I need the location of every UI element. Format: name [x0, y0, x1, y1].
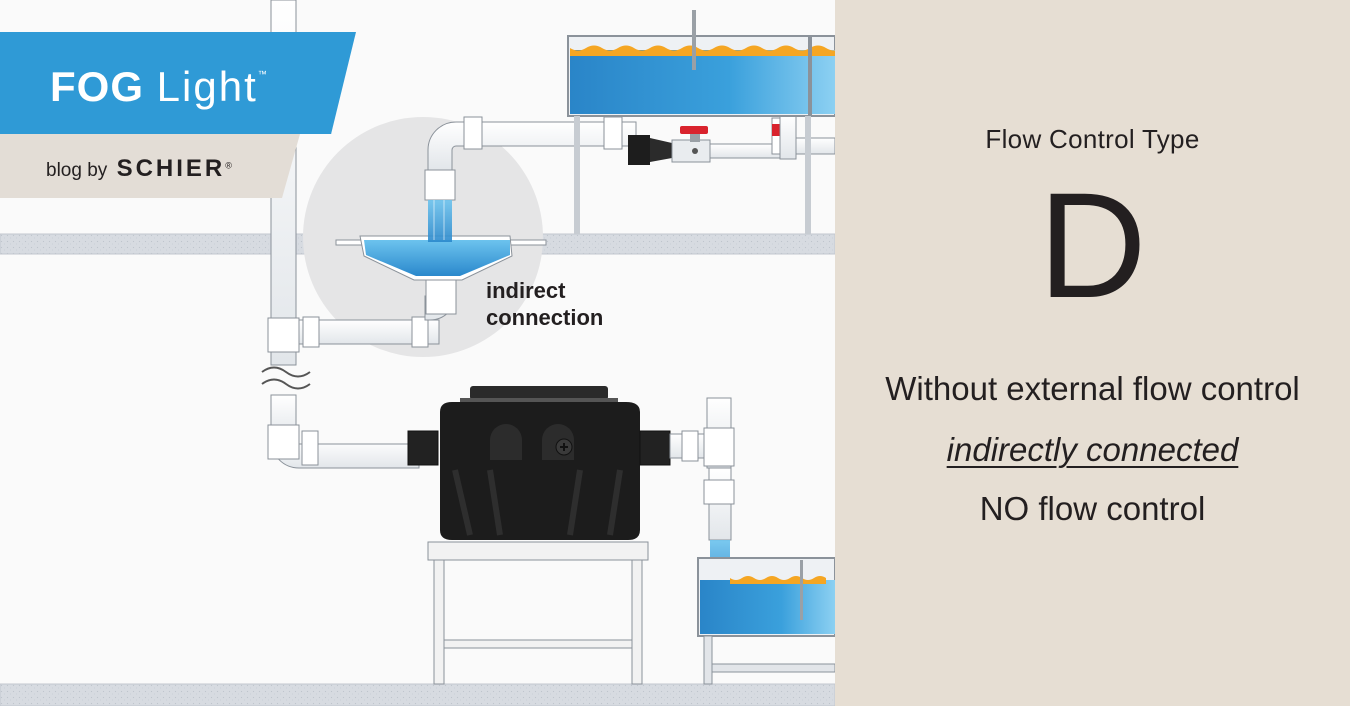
- byline: blog by SCHIER®: [46, 155, 232, 183]
- branch-pipe: [298, 278, 457, 348]
- byline-company: SCHIER: [116, 155, 226, 182]
- inlet-pipe: [267, 424, 439, 469]
- indirect-connection-label: indirect connection: [486, 277, 603, 331]
- flow-control-letter: D: [1038, 161, 1147, 329]
- flow-control-heading: Flow Control Type: [985, 124, 1200, 154]
- registered-mark: ®: [225, 160, 232, 171]
- lower-sink: [697, 557, 835, 685]
- outlet-pipe: [639, 397, 735, 590]
- upper-sink: [567, 10, 835, 234]
- label-line-1: indirect: [486, 278, 566, 303]
- info-panel: Flow Control Type D Without external flo…: [835, 0, 1350, 706]
- brand-title: FOG Light™: [50, 63, 268, 111]
- brand-bold: FOG: [50, 63, 144, 110]
- stand-table: [427, 541, 649, 685]
- grease-interceptor: [440, 386, 640, 540]
- byline-banner: blog by SCHIER®: [0, 134, 300, 198]
- brand-light: Light: [156, 63, 258, 110]
- ground-floor-slab: [0, 683, 835, 706]
- fog-light-banner: FOG Light™: [0, 32, 356, 134]
- description-line-1: Without external flow control: [885, 370, 1300, 407]
- upper-drain-pipe: [424, 116, 637, 242]
- trademark-mark: ™: [257, 69, 268, 79]
- description-line-2: indirectly connected: [946, 431, 1239, 468]
- byline-prefix: blog by: [46, 160, 108, 181]
- floor-sink: [335, 235, 547, 281]
- description-line-3: NO flow control: [979, 490, 1206, 527]
- label-line-2: connection: [486, 305, 604, 330]
